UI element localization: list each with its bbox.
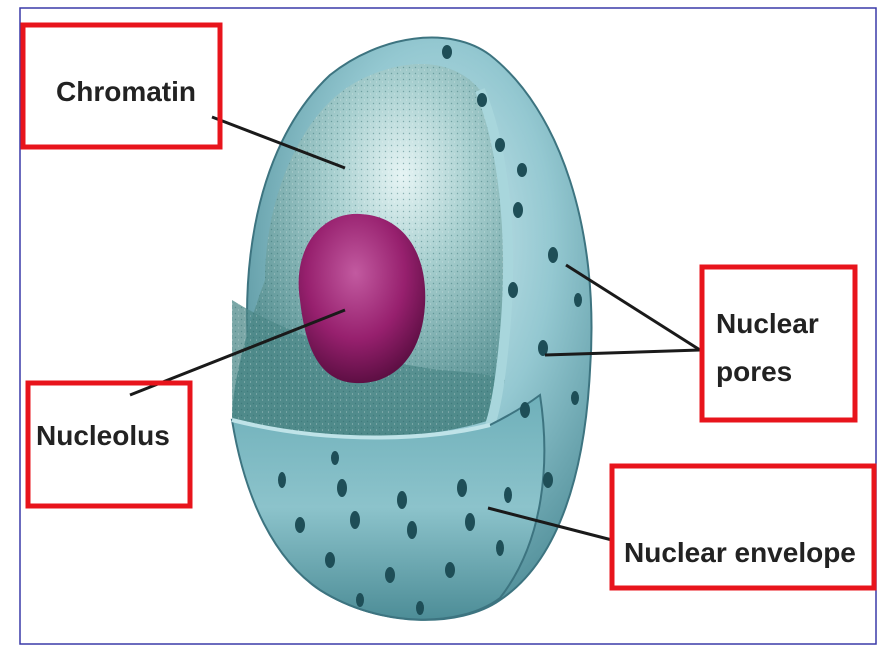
chromatin-label: Chromatin [56, 76, 196, 107]
nuclear-envelope-label: Nuclear envelope [624, 537, 856, 568]
nucleolus-label: Nucleolus [36, 420, 170, 451]
nucleolus [299, 214, 426, 383]
nuclear-pores-label-line2: pores [716, 356, 792, 387]
nuclear-pores-label-line1: Nuclear [716, 308, 819, 339]
